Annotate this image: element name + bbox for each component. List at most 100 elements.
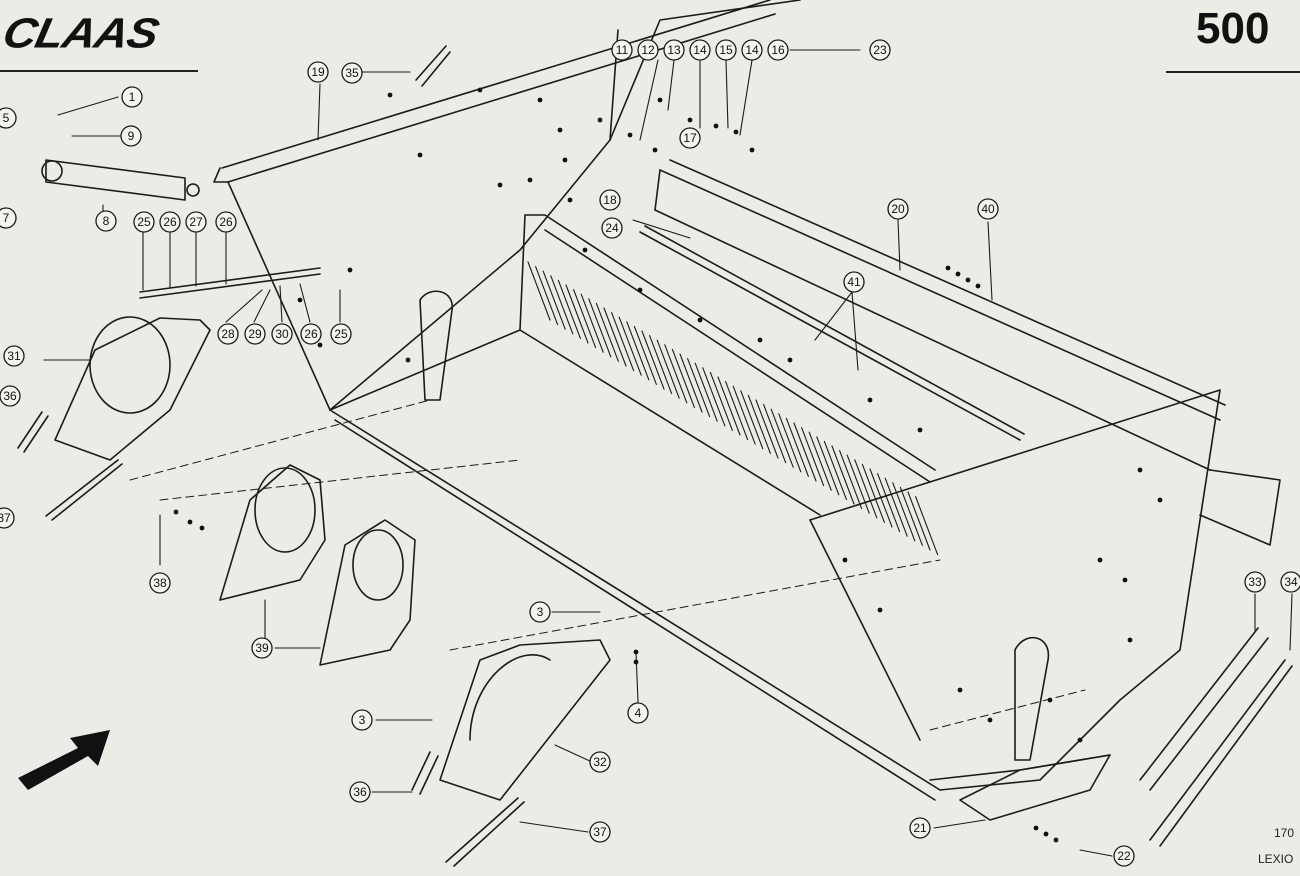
callout-c20: 20 — [887, 198, 909, 220]
shaft-part — [639, 225, 1025, 441]
right-slot — [1014, 636, 1050, 761]
direction-arrow — [18, 730, 110, 790]
callout-number: 19 — [311, 65, 325, 79]
callout-c40: 40 — [977, 198, 999, 220]
callout-c9: 9 — [120, 125, 142, 147]
callout-c5: 5 — [0, 107, 17, 129]
callout-c36b: 36 — [349, 781, 371, 803]
bearing-plate-39a — [219, 464, 326, 601]
callout-c1: 1 — [121, 86, 143, 108]
callout-number: 13 — [667, 43, 681, 57]
callout-c14b: 14 — [741, 39, 763, 61]
callout-c11: 11 — [611, 39, 633, 61]
callout-c15: 15 — [715, 39, 737, 61]
gas-strut-34 — [1149, 659, 1293, 847]
callout-c22: 22 — [1113, 845, 1135, 867]
callout-c38: 38 — [149, 572, 171, 594]
bracket-37a — [45, 459, 123, 521]
gas-strut-33 — [1139, 627, 1269, 791]
comb-rotor-part — [519, 214, 936, 516]
callout-c4: 4 — [627, 702, 649, 724]
callout-number: 18 — [603, 193, 617, 207]
callout-c27: 27 — [185, 211, 207, 233]
callout-number: 32 — [593, 755, 607, 769]
bearing-plate-39b — [319, 519, 416, 666]
header-rule-right — [1166, 71, 1300, 73]
callout-number: 3 — [537, 605, 544, 619]
callout-number: 34 — [1284, 575, 1298, 589]
callout-c18: 18 — [599, 189, 621, 211]
callout-c37a: 37 — [0, 507, 15, 529]
callout-c37b: 37 — [589, 821, 611, 843]
upper-tray-part — [654, 159, 1281, 546]
callout-number: 8 — [103, 214, 110, 228]
pin-part — [415, 45, 451, 87]
callout-c19: 19 — [307, 61, 329, 83]
top-rail-part — [213, 0, 776, 183]
callout-number: 26 — [304, 327, 318, 341]
callout-c26c: 26 — [300, 323, 322, 345]
callout-number: 11 — [616, 43, 629, 57]
left-slot — [419, 290, 453, 401]
callout-number: 39 — [255, 641, 269, 655]
callout-number: 37 — [0, 511, 11, 525]
trough-part — [329, 329, 1221, 801]
fastener-dots — [173, 87, 1163, 843]
callout-c12: 12 — [637, 39, 659, 61]
callout-number: 31 — [7, 349, 21, 363]
callout-number: 27 — [189, 215, 203, 229]
callout-number: 33 — [1248, 575, 1262, 589]
callout-c26b: 26 — [215, 211, 237, 233]
callout-number: 36 — [353, 785, 367, 799]
leader-lines — [43, 49, 1293, 857]
callout-number: 26 — [219, 215, 233, 229]
callout-c8: 8 — [95, 210, 117, 232]
callout-number: 36 — [3, 389, 17, 403]
callout-c28: 28 — [217, 323, 239, 345]
callout-c24: 24 — [601, 217, 623, 239]
callout-number: 15 — [719, 43, 733, 57]
callout-number: 38 — [153, 576, 167, 590]
drawing-code: 170 — [1274, 826, 1295, 840]
callout-number: 41 — [847, 275, 861, 289]
callout-c32: 32 — [589, 751, 611, 773]
bearing-plate-31 — [54, 316, 211, 461]
callout-c3b: 3 — [351, 709, 373, 731]
callout-number: 20 — [891, 202, 905, 216]
callout-c7: 7 — [0, 207, 17, 229]
callout-c39: 39 — [251, 637, 273, 659]
callout-number: 3 — [359, 713, 366, 727]
callout-number: 23 — [873, 43, 887, 57]
callout-number: 28 — [221, 327, 235, 341]
callout-number: 12 — [641, 43, 655, 57]
ram-cylinder-part — [41, 159, 200, 201]
callout-c3a: 3 — [529, 601, 551, 623]
callout-number: 25 — [334, 327, 348, 341]
header-rule-left — [0, 70, 198, 72]
callout-c13: 13 — [663, 39, 685, 61]
callout-c34: 34 — [1280, 571, 1300, 593]
callout-number: 16 — [771, 43, 785, 57]
callout-number: 21 — [913, 821, 927, 835]
callout-c41: 41 — [843, 271, 865, 293]
page-number: 500 — [1196, 4, 1270, 53]
bracket-36b — [411, 751, 439, 795]
callout-c21: 21 — [909, 817, 931, 839]
callout-c31: 31 — [3, 345, 25, 367]
source-label: LEXIO — [1258, 852, 1294, 866]
callout-c33: 33 — [1244, 571, 1266, 593]
back-panel-part — [227, 0, 801, 411]
callout-number: 37 — [593, 825, 607, 839]
callout-number: 25 — [137, 215, 151, 229]
bracket-36a — [17, 411, 49, 453]
callout-c35: 35 — [341, 62, 363, 84]
callout-c30: 30 — [271, 323, 293, 345]
callout-c29: 29 — [244, 323, 266, 345]
comb-teeth — [527, 261, 939, 556]
callout-c17: 17 — [679, 127, 701, 149]
bearing-plate-32 — [439, 639, 611, 801]
callout-number: 22 — [1117, 849, 1131, 863]
side-plate-21 — [959, 754, 1111, 821]
callout-c26a: 26 — [159, 211, 181, 233]
